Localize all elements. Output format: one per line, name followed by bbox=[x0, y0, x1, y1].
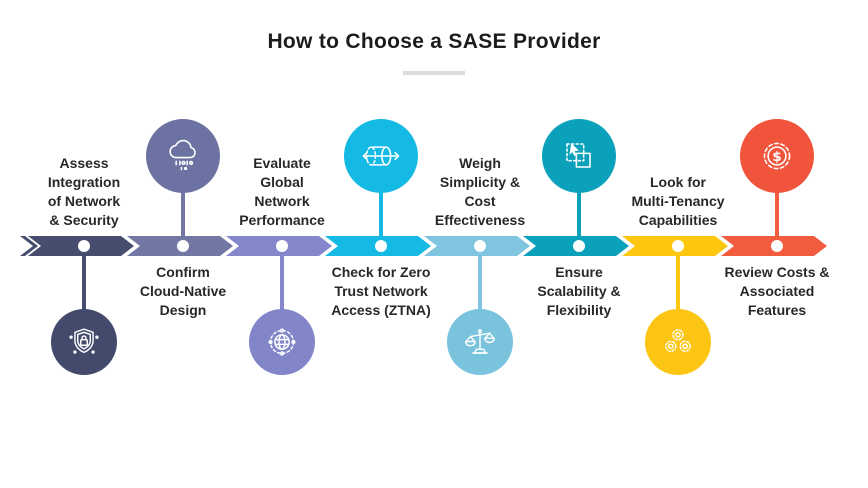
globe-network-icon bbox=[268, 328, 296, 356]
step-label: Look for Multi-Tenancy Capabilities bbox=[631, 174, 725, 228]
icon-badge bbox=[51, 309, 117, 375]
icon-badge bbox=[645, 309, 711, 375]
timeline-node-dot bbox=[276, 240, 288, 252]
connector-line bbox=[676, 246, 680, 310]
resize-square-icon bbox=[566, 143, 591, 168]
connector-line bbox=[181, 190, 185, 246]
step-label: Confirm Cloud-Native Design bbox=[139, 264, 227, 318]
tunnel-arrows-icon bbox=[362, 146, 400, 166]
connector-line bbox=[478, 246, 482, 310]
gear-dollar-icon: $ bbox=[763, 142, 791, 170]
connector-line bbox=[82, 246, 86, 310]
timeline-node-dot bbox=[177, 240, 189, 252]
step-label: Ensure Scalability & Flexibility bbox=[537, 264, 621, 318]
icon-badge bbox=[344, 119, 418, 193]
timeline-node-dot bbox=[375, 240, 387, 252]
shield-lock-icon bbox=[69, 328, 99, 354]
icon-badge bbox=[447, 309, 513, 375]
connector-line bbox=[280, 246, 284, 310]
timeline-node-dot bbox=[771, 240, 783, 252]
icon-badge bbox=[146, 119, 220, 193]
step-label: Assess Integration of Network & Security bbox=[47, 155, 121, 228]
timeline-node-dot bbox=[573, 240, 585, 252]
icon-badge bbox=[249, 309, 315, 375]
step-label: Evaluate Global Network Performance bbox=[239, 155, 325, 228]
three-gears-icon bbox=[665, 329, 691, 352]
connector-line bbox=[577, 190, 581, 246]
timeline-node-dot bbox=[78, 240, 90, 252]
page-title: How to Choose a SASE Provider bbox=[267, 30, 601, 53]
icon-badge bbox=[542, 119, 616, 193]
cloud-data-icon bbox=[169, 139, 196, 171]
title-divider bbox=[403, 71, 465, 75]
step-label: Review Costs & Associated Features bbox=[724, 264, 830, 318]
step-label: Check for Zero Trust Network Access (ZTN… bbox=[331, 264, 431, 318]
icon-badge: $ bbox=[740, 119, 814, 193]
balance-scales-icon bbox=[464, 329, 496, 354]
dollar-glyph: $ bbox=[772, 149, 781, 165]
timeline-node-dot bbox=[672, 240, 684, 252]
connector-line bbox=[775, 190, 779, 246]
timeline-node-dot bbox=[474, 240, 486, 252]
step-label: Weigh Simplicity & Cost Effectiveness bbox=[434, 155, 526, 228]
connector-line bbox=[379, 190, 383, 246]
